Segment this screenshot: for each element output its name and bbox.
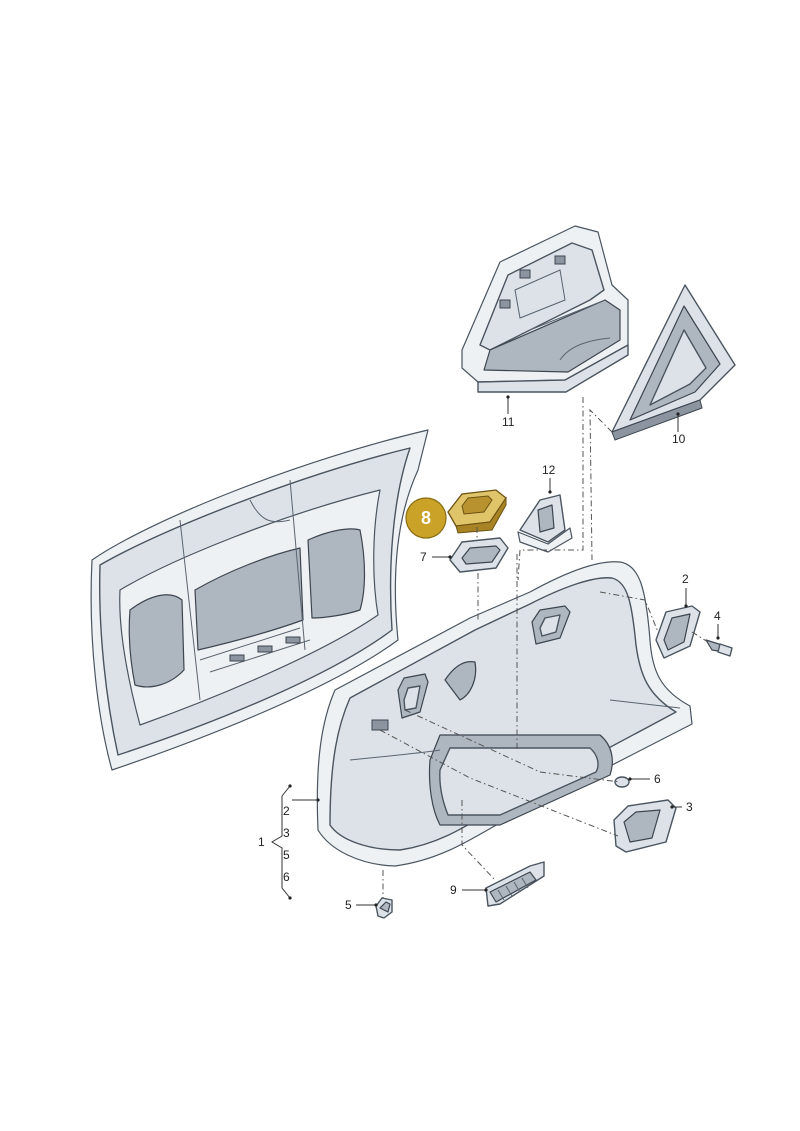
- callout-labels: 11 10 12 7 2 4 6 3 9 5 1 2 3 5 6: [258, 415, 721, 912]
- trunk-lid-trim-panel: [316, 561, 693, 867]
- part-11-tool-tray: [461, 225, 629, 393]
- part-5-clip: [375, 897, 393, 919]
- callout-2-group: 2: [283, 804, 290, 818]
- callout-3-right: 3: [686, 800, 693, 814]
- part-8-cover-highlighted: [447, 489, 507, 534]
- callout-10: 10: [672, 432, 686, 446]
- leader-lines: [271, 395, 720, 907]
- part-3-lamp-housing: [613, 799, 677, 853]
- highlight-badge-8: 8: [405, 497, 447, 539]
- lid-cutout-left: [128, 594, 185, 688]
- part-4-screw: [705, 639, 733, 657]
- assembly-lines: [379, 397, 709, 898]
- callout-2-upper: 2: [682, 572, 689, 586]
- lid-cutout-right: [307, 528, 366, 619]
- callout-12: 12: [542, 463, 556, 477]
- callout-5-group: 5: [283, 848, 290, 862]
- part-7-frame: [449, 537, 509, 573]
- callout-3-group: 3: [283, 826, 290, 840]
- callout-4: 4: [714, 609, 721, 623]
- lid-cutout-center: [194, 547, 304, 651]
- part-6-clip: [614, 776, 630, 788]
- callout-7: 7: [420, 550, 427, 564]
- callout-5-bottom: 5: [345, 898, 352, 912]
- callout-1: 1: [258, 835, 265, 849]
- part-2-handle-cover: [655, 605, 701, 659]
- part-10-warning-triangle: [611, 284, 736, 441]
- callout-6-group: 6: [283, 870, 290, 884]
- callout-6-right: 6: [654, 772, 661, 786]
- part-9-grille: [485, 861, 545, 907]
- callout-9: 9: [450, 883, 457, 897]
- part-12-bracket: [517, 494, 573, 553]
- callout-11: 11: [502, 415, 515, 429]
- trunk-lid: [90, 429, 429, 771]
- callout-8: 8: [421, 508, 431, 528]
